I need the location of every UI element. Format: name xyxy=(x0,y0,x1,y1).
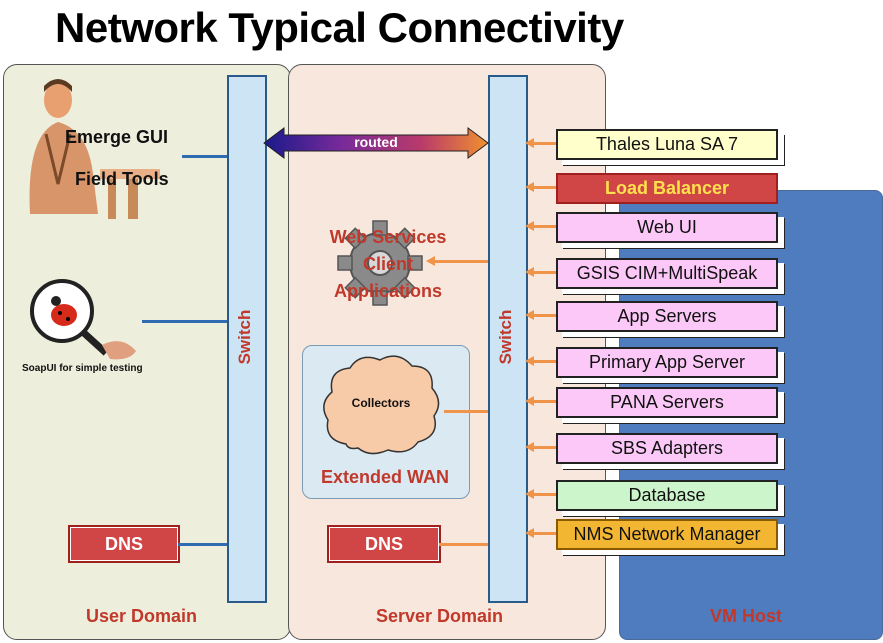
service-label-9: NMS Network Manager xyxy=(573,524,761,544)
service-label-5: Primary App Server xyxy=(588,352,746,372)
service-arrowhead-5 xyxy=(525,356,534,366)
web-services-label: Web Services Client Applications xyxy=(318,224,458,305)
vm-host-label: VM Host xyxy=(710,606,782,626)
service-connection-6 xyxy=(530,400,556,403)
service-connection-3 xyxy=(530,271,556,274)
service-arrowhead-4 xyxy=(525,310,534,320)
service-connection-9 xyxy=(530,532,556,535)
service-arrowhead-9 xyxy=(525,528,534,538)
service-box-4: App Servers xyxy=(556,301,778,332)
service-connection-1 xyxy=(530,186,556,189)
soapui-connection xyxy=(142,320,227,323)
service-label-2: Web UI xyxy=(637,217,697,237)
collectors-label: Collectors xyxy=(351,396,411,410)
service-label-3: GSIS CIM+MultiSpeak xyxy=(576,263,758,283)
service-box-0: Thales Luna SA 7 xyxy=(556,129,778,160)
service-connection-4 xyxy=(530,314,556,317)
gear-icon xyxy=(337,220,423,306)
service-box-6: PANA Servers xyxy=(556,387,778,418)
server-dns-connection xyxy=(439,543,488,546)
service-connection-2 xyxy=(530,225,556,228)
extended-wan-label: Extended WAN xyxy=(320,467,449,487)
user-domain-label: User Domain xyxy=(86,606,198,626)
user-dns-connection xyxy=(178,543,227,546)
service-label-4: App Servers xyxy=(617,306,717,326)
soapui-label: SoapUI for simple testing xyxy=(22,363,143,374)
service-box-5: Primary App Server xyxy=(556,347,778,378)
service-label-6: PANA Servers xyxy=(610,392,724,412)
bug-magnifier-icon xyxy=(30,279,136,360)
service-arrowhead-0 xyxy=(525,138,534,148)
field-tools-label: Field Tools xyxy=(75,169,169,189)
service-box-7: SBS Adapters xyxy=(556,433,778,464)
server-dns-box: DNS xyxy=(327,525,441,563)
collectors-connection xyxy=(444,410,488,413)
service-connection-7 xyxy=(530,446,556,449)
service-box-8: Database xyxy=(556,480,778,511)
web-services-line-3: Applications xyxy=(333,281,442,301)
server-switch-label: Switch xyxy=(496,309,515,365)
server-domain-label: Server Domain xyxy=(376,606,504,626)
service-arrowhead-3 xyxy=(525,267,534,277)
service-connection-5 xyxy=(530,360,556,363)
user-switch xyxy=(227,75,267,603)
service-label-8: Database xyxy=(628,485,706,505)
routed-arrow xyxy=(263,127,489,159)
user-dns-box: DNS xyxy=(68,525,180,563)
web-services-line-2: Client xyxy=(362,254,413,274)
cloud-icon xyxy=(323,355,440,455)
service-arrowhead-6 xyxy=(525,396,534,406)
user-switch-label: Switch xyxy=(235,309,254,365)
server-switch xyxy=(488,75,528,603)
emerge-gui-label: Emerge GUI xyxy=(65,127,169,147)
service-connection-0 xyxy=(530,142,556,145)
service-box-1: Load Balancer xyxy=(556,173,778,204)
user-person-icon xyxy=(29,79,160,219)
emerge-connection xyxy=(182,155,227,158)
service-arrowhead-2 xyxy=(525,221,534,231)
service-box-9: NMS Network Manager xyxy=(556,519,778,550)
web-services-arrowhead xyxy=(426,256,435,266)
service-label-0: Thales Luna SA 7 xyxy=(595,134,739,154)
service-arrowhead-7 xyxy=(525,442,534,452)
service-label-7: SBS Adapters xyxy=(610,438,724,458)
page-title: Network Typical Connectivity xyxy=(55,4,624,51)
routed-label: routed xyxy=(354,134,398,150)
service-arrowhead-8 xyxy=(525,489,534,499)
service-label-1: Load Balancer xyxy=(604,178,730,198)
service-arrowhead-1 xyxy=(525,182,534,192)
web-services-connection xyxy=(430,260,488,263)
web-services-line-1: Web Services xyxy=(329,227,447,247)
service-box-2: Web UI xyxy=(556,212,778,243)
service-connection-8 xyxy=(530,493,556,496)
service-box-3: GSIS CIM+MultiSpeak xyxy=(556,258,778,289)
